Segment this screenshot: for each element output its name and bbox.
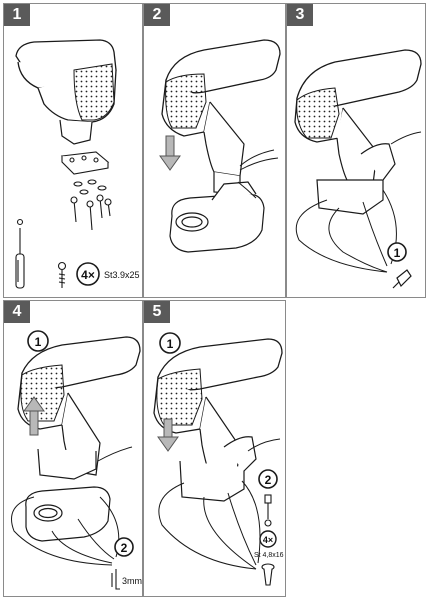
screw-count: 4× [81,268,95,282]
mounting-plate [60,151,110,175]
callout-2-label: 2 [121,541,128,555]
callout-2-label: 2 [265,473,272,487]
wires [237,149,279,199]
callout-leader-lines [295,131,422,273]
step-5-illustration: 1 2 4× St 4,8x16 [153,332,284,586]
armrest-body [316,107,396,215]
step-5-panel: 5 1 2 [143,300,286,597]
step-number-badge: 4 [4,301,30,323]
step-number-badge: 2 [144,4,170,26]
screws-group [70,179,112,231]
screw-spec: St3.9x25 [104,270,140,280]
step-number-badge: 1 [4,4,30,26]
callout-circle-1 [27,330,49,352]
callout-leader-lines [158,438,281,570]
perforated-pad [165,73,207,129]
step-2-panel: 2 [143,3,286,298]
console-base [25,486,111,542]
quantity-circle [259,530,277,548]
callout-1-label: 1 [394,246,401,260]
arrow-down-icon [159,135,181,171]
step-3-panel: 3 1 [286,3,426,298]
step-4-illustration: 1 2 3mm [11,330,142,590]
armrest-body [203,101,245,195]
perforated-pad [73,63,115,121]
callout-circle-2 [114,537,134,557]
step-1-panel: 1 [3,3,143,298]
arrow-up-icon [23,396,45,436]
screw-count: 4× [263,535,273,545]
step-1-illustration: 4× St3.9x25 [15,39,140,289]
arrow-down-icon [157,418,179,452]
callout-circle-1 [387,242,407,262]
screw-icon [57,261,67,288]
callout-1-label: 1 [167,337,174,351]
screw-icon [261,563,275,586]
step-number-badge: 3 [287,4,313,26]
perforated-pad [156,368,203,426]
armrest-body [179,396,257,502]
step-number-badge: 5 [144,301,170,323]
perforated-pad [20,364,65,422]
perforated-pad [296,87,340,139]
empty-cell [286,300,426,597]
screwdriver-tip-icon [392,269,412,289]
quantity-circle [76,262,100,286]
gap-label: 3mm [122,576,142,586]
step-2-illustration [159,39,281,253]
bolt-icon [264,494,272,527]
console-base [169,181,265,253]
screw-spec: St 4,8x16 [254,552,284,559]
callout-circle-1 [159,332,181,354]
screwdriver-icon [15,218,25,289]
callout-circle-2 [258,469,278,489]
step-3-illustration: 1 [294,49,422,289]
callout-1-label: 1 [35,335,42,349]
armrest-body [37,392,101,480]
step-4-panel: 4 1 [3,300,143,597]
gap-gauge-icon [111,569,120,590]
